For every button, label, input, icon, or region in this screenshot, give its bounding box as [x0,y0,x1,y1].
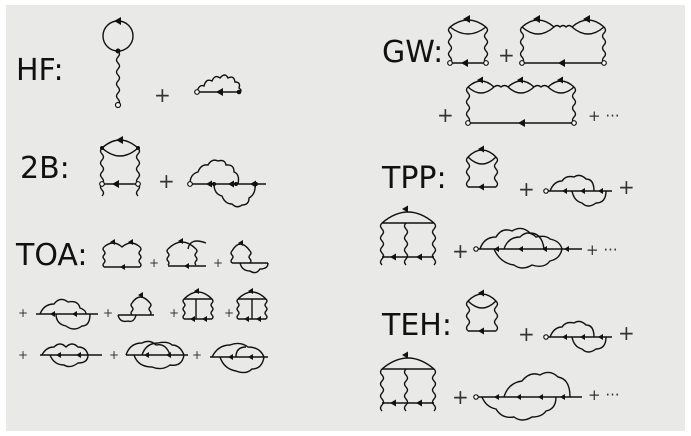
tpp-crossed-diagram [473,227,582,269]
2b-ring-diagram [99,136,141,197]
label-hf: HF: [16,53,64,88]
toa-diagram-5 [117,292,154,323]
teh-exchange-diagram [543,320,612,353]
gw-ring-diagram-1 [447,15,489,67]
toa-diagram-9 [125,340,188,370]
teh-ring-diagram [465,289,499,335]
plus-sign: + [213,256,224,270]
gw-ring-diagram-2 [519,15,607,67]
plus-sign: + [169,306,180,320]
gw-ring-diagram-3 [465,76,577,127]
plus-sign: + [149,256,160,270]
plus-sign: + [192,348,203,362]
plus-sign: + [18,306,29,320]
toa-diagram-2 [166,238,207,269]
toa-diagram-8 [40,343,102,368]
plus-sign: + [103,306,114,320]
label-2b: 2B: [20,151,70,186]
toa-diagram-1 [102,239,142,270]
teh-crossed-diagram [473,371,582,421]
tpp-ring-diagram [465,145,499,191]
plus-sign: + [452,385,469,409]
teh-ladder-diagram [379,351,437,412]
hf-tadpole-diagram [102,17,134,109]
tpp-ladder-diagram [379,205,437,266]
ellipsis: + ··· [586,241,618,259]
toa-diagram-3 [230,240,269,274]
plus-sign: + [18,348,29,362]
plus-sign: + [158,169,175,193]
diagram-panel: HF: 2B: TOA: GW: TPP: TEH: + + + + + + +… [6,5,685,431]
label-gw: GW: [382,35,444,70]
plus-sign: + [437,103,454,127]
plus-sign: + [518,177,535,201]
toa-diagram-10 [210,342,268,374]
hf-exchange-diagram [194,74,242,96]
plus-sign: + [618,175,635,199]
plus-sign: + [518,322,535,346]
plus-sign: + [109,348,120,362]
toa-diagram-6 [182,288,214,322]
plus-sign: + [498,43,515,67]
feynman-diagrams [36,15,612,421]
plus-sign: + [618,321,635,345]
tpp-exchange-diagram [543,174,612,207]
2b-exchange-diagram [187,159,266,208]
toa-diagram-7 [236,288,268,322]
toa-diagram-4 [36,298,98,330]
plus-sign: + [452,239,469,263]
plus-sign: + [224,306,235,320]
label-tpp: TPP: [382,161,447,196]
ellipsis: + ··· [588,107,620,125]
label-teh: TEH: [382,308,452,343]
ellipsis: + ··· [588,386,620,404]
label-toa: TOA: [16,238,88,273]
plus-sign: + [154,83,171,107]
